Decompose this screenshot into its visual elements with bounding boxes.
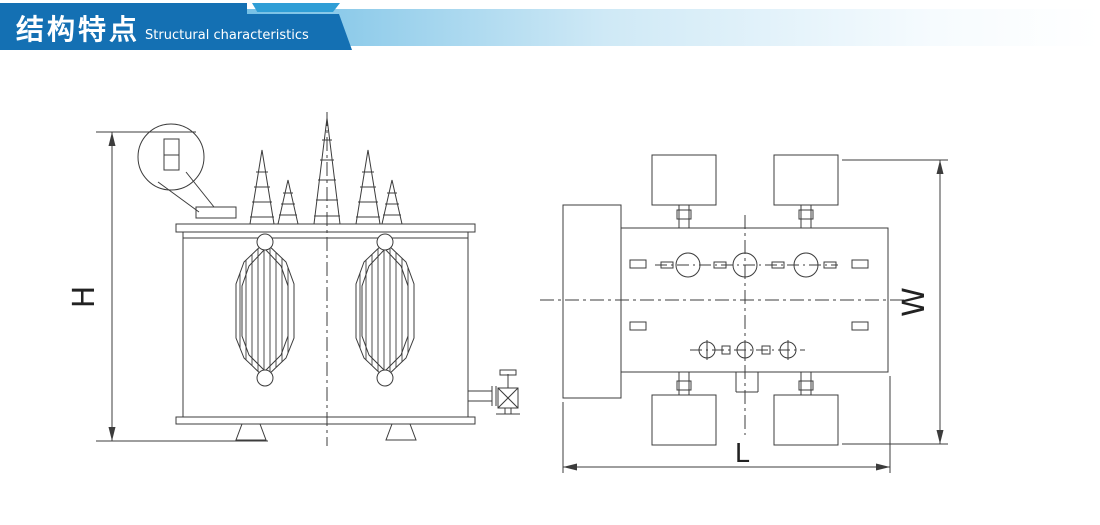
bushing-3 <box>355 149 381 225</box>
dimension-w-label: W <box>897 287 932 317</box>
radiator-right <box>355 233 415 387</box>
header-accent-stripe <box>252 3 340 12</box>
radiator-bottom-right <box>773 372 839 446</box>
bushing-2 <box>277 179 299 225</box>
arrowhead-down <box>108 427 116 441</box>
slot-left <box>629 259 647 269</box>
radiator-top-plug <box>376 233 394 251</box>
valve-handwheel <box>499 369 517 376</box>
tank-bottom-flange <box>175 416 476 425</box>
dimension-l: L <box>562 376 891 473</box>
header-title-en: Structural characteristics <box>145 28 309 44</box>
slot-right-lower <box>851 321 869 331</box>
dimension-h-label: H <box>67 286 102 309</box>
radiator-top-right <box>773 154 839 228</box>
dimension-w: W <box>842 159 948 445</box>
dimension-h: H <box>67 131 268 442</box>
tank-lid-flange <box>175 223 476 233</box>
dimension-l-label: L <box>735 439 750 469</box>
arrowhead-up <box>108 132 116 146</box>
arrowhead-right <box>876 463 890 471</box>
tank-body <box>175 223 476 441</box>
front-view: H <box>67 112 520 446</box>
top-view: W L <box>540 154 948 473</box>
arrowhead-down <box>936 430 944 444</box>
cover-plate <box>562 204 622 399</box>
bushing-1 <box>249 149 275 225</box>
conservator-bracket <box>195 206 237 219</box>
hv-bushings-row <box>629 252 869 278</box>
foot-right <box>385 423 417 441</box>
slot-right <box>851 259 869 269</box>
lv-bushings-row <box>629 321 869 360</box>
radiator-bottom-left <box>651 372 717 446</box>
radiator-left <box>235 233 295 387</box>
bushing-4 <box>381 179 403 225</box>
slot-left-lower <box>629 321 647 331</box>
radiator-top-plug <box>256 233 274 251</box>
foot-left <box>235 423 267 441</box>
header-banner: 结构特点 Structural characteristics <box>0 0 1100 56</box>
bottom-fitting <box>735 372 759 393</box>
arrowhead-up <box>936 160 944 174</box>
drain-valve <box>468 369 520 415</box>
radiator-top-left <box>651 154 717 228</box>
arrowhead-left <box>563 463 577 471</box>
conservator-tank <box>137 123 237 219</box>
radiator-bottom-plug <box>376 369 394 387</box>
header-title-zh: 结构特点 <box>16 13 141 46</box>
radiator-bottom-plug <box>256 369 274 387</box>
bushings <box>249 117 403 225</box>
